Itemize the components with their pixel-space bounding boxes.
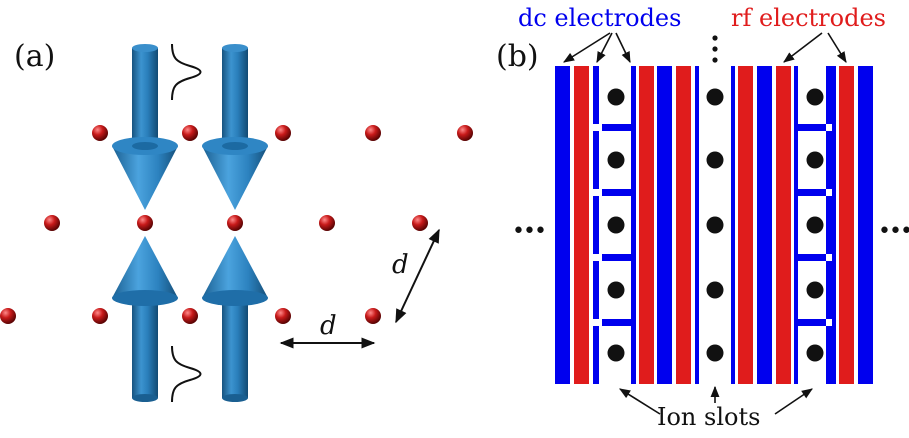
spacing-arrow-diagonal: [395, 228, 440, 324]
slot-ion: [607, 216, 625, 234]
rf-electrodes-label: rf electrodes: [731, 4, 886, 32]
ion: [275, 308, 291, 324]
slot-ion: [706, 151, 724, 169]
spacing-label-horizontal: d: [320, 311, 337, 341]
vertical-ellipsis: [712, 35, 718, 63]
panel-b-label: (b): [496, 39, 539, 74]
ion: [319, 215, 335, 231]
slot-ions: [607, 88, 824, 362]
beam-upper-right: [202, 44, 268, 210]
ion: [365, 125, 381, 141]
ion: [182, 125, 198, 141]
ion: [227, 215, 243, 231]
rf-electrode: [574, 66, 589, 384]
slot-ion: [607, 151, 625, 169]
slot-ion: [607, 88, 625, 106]
rf-electrode: [738, 66, 753, 384]
dc-electrode: [731, 66, 735, 384]
rf-electrode: [639, 66, 654, 384]
panel-a-label: (a): [14, 39, 55, 74]
electrode-array: [555, 66, 873, 384]
dc-electrode: [858, 66, 873, 384]
dc-electrode: [657, 66, 672, 384]
ion: [182, 308, 198, 324]
slot-ion: [806, 281, 824, 299]
gaussian-profile-upper: [171, 43, 202, 101]
segmented-dc-electrode: [798, 66, 832, 384]
panel-a: (a): [0, 39, 473, 403]
rf-pointer-arrows: [783, 32, 847, 63]
segmented-dc-electrode: [593, 66, 631, 384]
ion: [275, 125, 291, 141]
rf-electrode: [839, 66, 854, 384]
ion: [457, 125, 473, 141]
dc-electrode: [695, 66, 699, 384]
slot-ion: [706, 216, 724, 234]
dc-electrode: [794, 66, 798, 384]
ion: [44, 215, 60, 231]
rf-electrode: [676, 66, 691, 384]
ion-slots-label: Ion slots: [657, 403, 760, 431]
slot-ion: [806, 88, 824, 106]
ion: [412, 215, 428, 231]
dc-electrode: [757, 66, 772, 384]
panel-b: (b) dc electrodes rf electrodes ••• •••: [496, 4, 909, 431]
slot-ion: [706, 88, 724, 106]
beam-upper-left: [112, 44, 178, 210]
ion: [137, 215, 153, 231]
dc-electrodes-label: dc electrodes: [518, 4, 681, 32]
ion-lattice: [0, 125, 473, 324]
beam-lower-left: [112, 236, 178, 402]
slot-ion: [607, 281, 625, 299]
ion: [365, 308, 381, 324]
left-ellipsis: •••: [512, 219, 545, 244]
slot-ion: [806, 151, 824, 169]
dc-electrode: [555, 66, 570, 384]
ion: [92, 308, 108, 324]
ion: [92, 125, 108, 141]
slot-ion: [706, 344, 724, 362]
slot-ion: [706, 281, 724, 299]
ion-slots-arrows: [619, 385, 813, 415]
ion: [0, 308, 16, 324]
dc-pointer-arrows: [563, 32, 631, 64]
dc-electrode: [832, 66, 836, 384]
slot-ion: [806, 344, 824, 362]
right-ellipsis: •••: [878, 219, 909, 244]
slot-ion: [806, 216, 824, 234]
gaussian-profile-lower: [171, 345, 202, 403]
rf-electrode: [776, 66, 791, 384]
slot-ion: [607, 344, 625, 362]
beam-lower-right: [202, 236, 268, 402]
dc-electrode: [631, 66, 636, 384]
spacing-label-diagonal: d: [392, 250, 409, 280]
